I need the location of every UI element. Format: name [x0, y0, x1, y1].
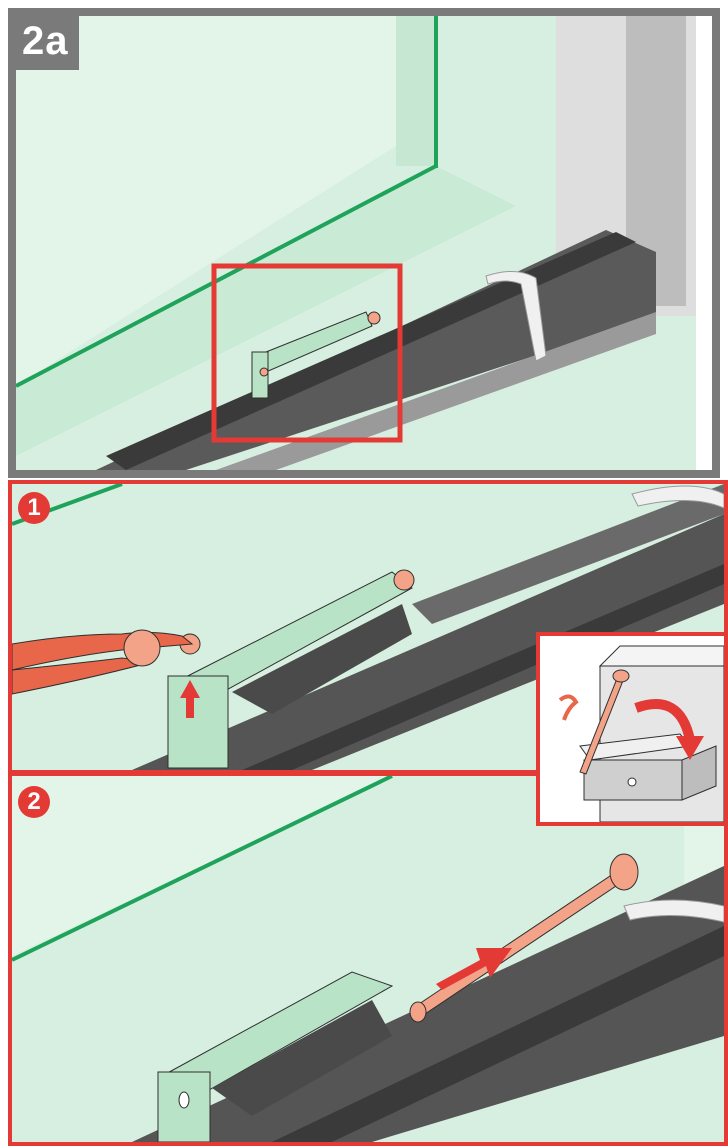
pliers-joint — [123, 629, 161, 667]
strap — [623, 899, 724, 923]
rail-groove — [272, 926, 724, 1142]
step-2-badge: 2 — [18, 786, 50, 818]
glass-pane — [16, 16, 396, 386]
pin-end — [409, 1001, 427, 1023]
overview-illustration — [16, 16, 712, 470]
window-sill — [16, 166, 516, 456]
pin-head — [367, 311, 381, 325]
pin-head — [609, 853, 639, 891]
storage-inset — [536, 632, 728, 826]
rail-groove — [106, 232, 636, 470]
bracket-side — [251, 351, 269, 399]
rail-groove — [242, 564, 724, 770]
pin-head — [393, 569, 415, 591]
pin-head — [612, 669, 630, 683]
step-1-badge: 1 — [18, 492, 50, 524]
strap — [631, 485, 724, 509]
step-1-panel: 1 — [8, 480, 728, 774]
arrow-up-icon — [180, 680, 200, 698]
overview-panel: 2a — [8, 8, 720, 478]
rail-lip — [216, 312, 656, 470]
step-label: 2a — [16, 16, 79, 70]
frame-edge-line — [12, 776, 393, 962]
storage-illustration — [558, 645, 724, 822]
cabinet-top — [598, 645, 724, 667]
wall-outside — [696, 16, 712, 470]
pin-end — [259, 367, 269, 377]
step-2-panel: 2 — [8, 772, 728, 1146]
arrow-up-shaft — [186, 696, 194, 718]
bracket-side — [167, 675, 229, 769]
rail-top — [412, 484, 724, 624]
highlight-rectangle — [211, 263, 403, 443]
step-2-illustration — [12, 776, 724, 1142]
strap — [485, 271, 547, 362]
arrow-right-icon — [436, 948, 512, 990]
bracket-slot — [212, 1000, 392, 1116]
bracket-slot — [232, 604, 412, 714]
drawer-knob — [627, 777, 637, 787]
curved-arrow-shaft — [634, 699, 695, 742]
bracket-hole — [178, 1091, 190, 1109]
clip — [558, 694, 579, 721]
frame-jamb — [396, 16, 436, 166]
drawer-side — [681, 745, 717, 801]
frame-edge-line — [16, 164, 437, 388]
curved-arrow-down-icon — [676, 736, 704, 760]
step-1-illustration — [12, 484, 724, 770]
